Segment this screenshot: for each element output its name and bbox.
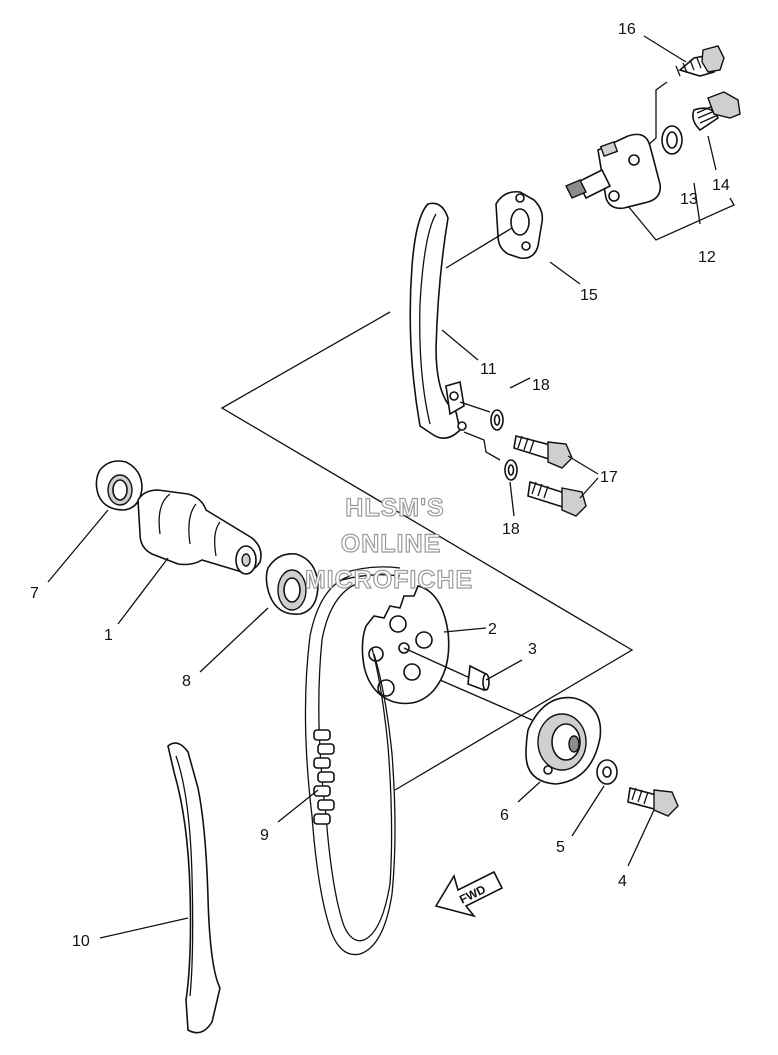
- callout-18-lower: 18: [502, 521, 520, 538]
- plug-leader: [707, 135, 717, 171]
- callout-7: 7: [30, 585, 39, 602]
- chain-guide-11[interactable]: [409, 202, 467, 439]
- cam-plate-6[interactable]: [525, 696, 602, 785]
- watermark-line-1: HLSM'S: [345, 493, 445, 522]
- tensioner-bolt-16[interactable]: [675, 45, 725, 77]
- washer-18-lower[interactable]: [504, 459, 518, 481]
- chain-links-detail: [313, 729, 335, 825]
- bolt-4[interactable]: [627, 786, 679, 817]
- bearing-8[interactable]: [265, 552, 319, 615]
- callout-2: 2: [488, 621, 497, 638]
- callout-17: 17: [600, 469, 618, 486]
- guide-to-gasket-line: [445, 227, 513, 269]
- callout-14: 14: [712, 177, 730, 194]
- callout-9: 9: [260, 827, 269, 844]
- leader-lines: [47, 35, 687, 939]
- washer-axis-lower: [463, 431, 501, 461]
- callout-12-bracket: [627, 197, 735, 241]
- watermark-line-3: MICROFICHE: [304, 565, 474, 594]
- tensioner-gasket-15[interactable]: [495, 190, 544, 260]
- sprocket-axis-line: [439, 679, 533, 721]
- callout-12: 12: [698, 249, 716, 266]
- cam-chain-tensioner-12[interactable]: [565, 133, 662, 210]
- callout-18-upper: 18: [532, 377, 550, 394]
- callout-4: 4: [618, 873, 627, 890]
- callout-10: 10: [72, 933, 90, 950]
- guide-bolt-17-lower[interactable]: [527, 480, 587, 517]
- forward-direction-arrow: FWD: [434, 870, 504, 918]
- bearing-7[interactable]: [95, 460, 143, 511]
- gasket-13[interactable]: [661, 125, 683, 155]
- callout-15: 15: [580, 287, 598, 304]
- dowel-pin-3[interactable]: [403, 647, 490, 692]
- watermark-line-2: ONLINE: [340, 529, 442, 558]
- callout-8: 8: [182, 673, 191, 690]
- tensioner-plug-14[interactable]: [692, 91, 741, 132]
- timing-chain-9[interactable]: [304, 566, 401, 956]
- callout-6: 6: [500, 807, 509, 824]
- camshaft-1[interactable]: [137, 489, 262, 575]
- callout-13: 13: [680, 191, 698, 208]
- guide-bolt-17-upper[interactable]: [513, 435, 573, 469]
- callout-11: 11: [480, 361, 497, 378]
- assembly-frame-line: [220, 311, 634, 791]
- callout-5: 5: [556, 839, 565, 856]
- callout-16: 16: [618, 21, 636, 38]
- washer-5[interactable]: [596, 759, 618, 785]
- washer-18-upper[interactable]: [490, 409, 504, 431]
- callout-13-bracket: [693, 182, 701, 225]
- chain-guide-10[interactable]: [167, 742, 221, 1034]
- washer-axis-upper: [459, 401, 491, 413]
- callout-3: 3: [528, 641, 537, 658]
- cam-sprocket-2[interactable]: [361, 585, 450, 705]
- callout-1: 1: [104, 627, 113, 644]
